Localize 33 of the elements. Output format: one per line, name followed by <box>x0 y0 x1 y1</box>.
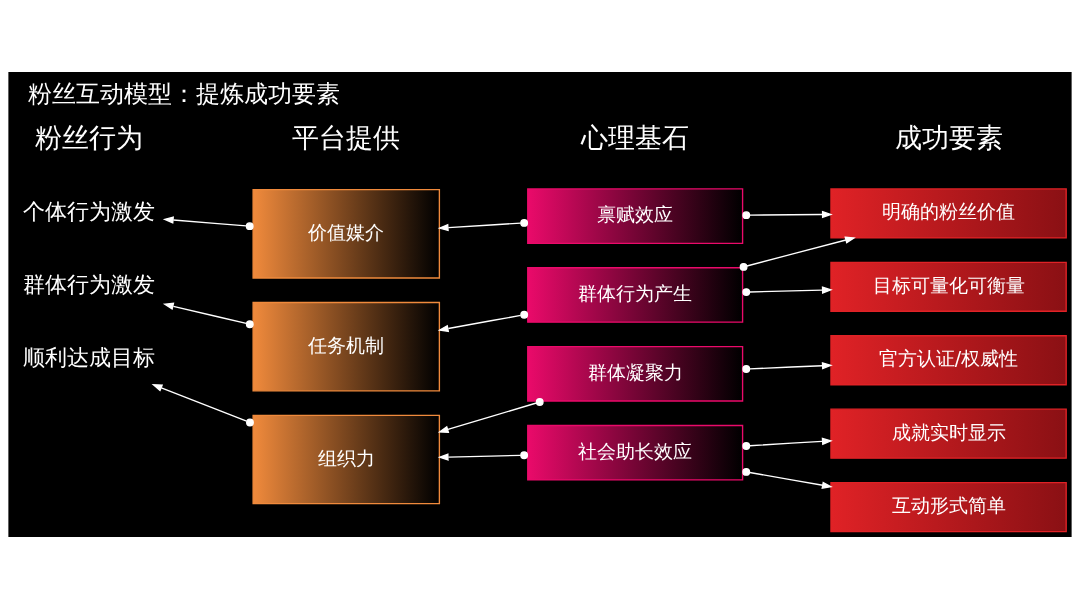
node-box: 成就实时显示 <box>830 408 1067 459</box>
node-box: 群体行为产生 <box>527 266 744 323</box>
node-box: 目标可量化可衡量 <box>830 261 1067 312</box>
node-text: 群体行为激发 <box>23 271 156 297</box>
node-box: 明确的粉丝价值 <box>830 187 1067 239</box>
node-box: 官方认证/权威性 <box>830 334 1067 385</box>
node-box: 禀赋效应 <box>527 187 744 244</box>
arrow <box>739 235 856 271</box>
node-box: 价值媒介 <box>252 188 441 279</box>
node-text: 个体行为激发 <box>23 198 156 224</box>
arrow <box>742 361 833 373</box>
node-box: 群体凝聚力 <box>527 345 744 402</box>
node-box: 社会助长效应 <box>527 424 744 481</box>
arrow <box>742 467 833 489</box>
label: 粉丝行为 <box>35 121 144 153</box>
label: 心理基石 <box>581 121 690 153</box>
arrow <box>437 450 529 461</box>
arrow <box>742 210 833 219</box>
arrow <box>742 285 833 296</box>
node-box: 互动形式简单 <box>830 481 1067 532</box>
arrow <box>162 302 254 328</box>
arrow <box>437 397 544 433</box>
arrow <box>162 215 254 230</box>
arrow <box>437 310 529 332</box>
node-box: 任务机制 <box>252 301 441 391</box>
arrow <box>151 383 254 426</box>
node-box: 组织力 <box>252 414 441 504</box>
arrow <box>437 218 529 231</box>
label: 成功要素 <box>894 121 1003 153</box>
node-text: 顺利达成目标 <box>23 344 156 370</box>
diagram-title: 粉丝互动模型：提炼成功要素 <box>28 78 341 108</box>
arrow <box>742 437 833 450</box>
label: 平台提供 <box>292 121 401 153</box>
